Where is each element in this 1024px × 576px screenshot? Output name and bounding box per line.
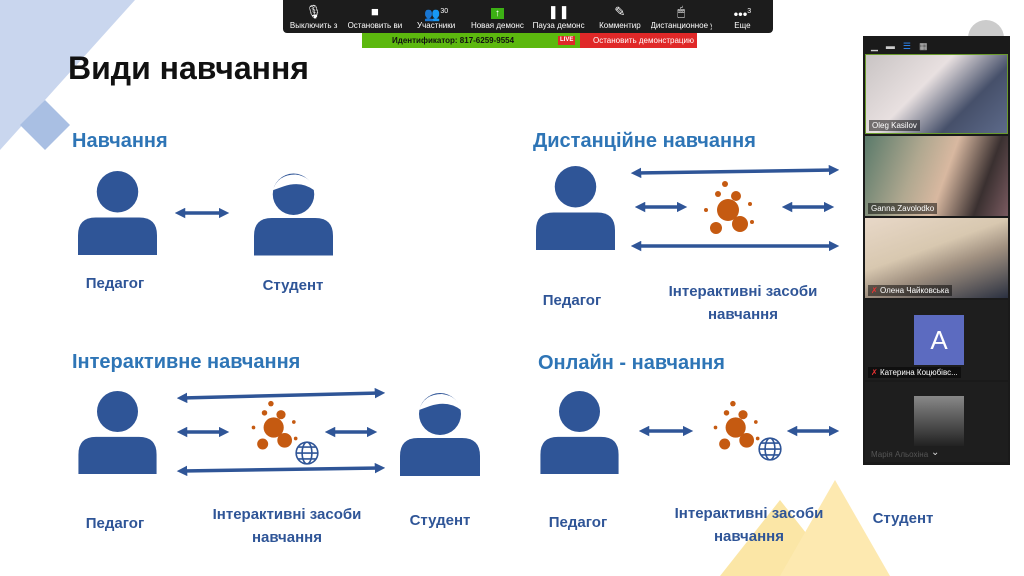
slide-title: Види навчання xyxy=(68,50,309,86)
globe-icon xyxy=(758,437,782,461)
muted-icon: ✗ xyxy=(871,286,878,295)
label: Комментир xyxy=(599,21,641,30)
teacher-label: Педагог xyxy=(542,292,602,309)
label: Дистанционное уп xyxy=(650,21,712,30)
teacher-icon xyxy=(540,390,619,474)
teacher-icon xyxy=(536,166,615,250)
participant-name: ✗ Катерина Коцюбівс... xyxy=(868,367,961,378)
decor-triangles xyxy=(0,0,135,150)
stop-share-button[interactable]: Остановить демонстрацию xyxy=(580,33,697,48)
student-label: Студент xyxy=(409,512,471,529)
strip-view-icon[interactable]: ☰ xyxy=(902,41,919,51)
teacher-icon xyxy=(78,390,157,474)
video-panel: ▁▬☰▦ Oleg Kasilov Ganna Zavolodko ✗ Олен… xyxy=(863,36,1010,465)
video-tile[interactable]: Марія Альохіна ⌄ xyxy=(865,382,1008,462)
participant-photo xyxy=(914,396,964,446)
pause-share-button[interactable]: ❚❚ Пауза демонс xyxy=(528,3,589,33)
participant-name-text: Олена Чайковська xyxy=(879,286,950,295)
student-label: Студент xyxy=(872,510,934,527)
muted-icon: ✗ xyxy=(871,368,878,377)
bubbles-icon xyxy=(704,181,754,234)
share-screen-icon: ↑ xyxy=(467,3,528,21)
student-label: Студент xyxy=(262,277,324,294)
video-camera-icon: ■ xyxy=(370,4,379,19)
video-tile[interactable]: Oleg Kasilov xyxy=(865,54,1008,134)
meeting-id: Идентификатор: 817-6259-9554 xyxy=(392,36,515,45)
participant-name: Oleg Kasilov xyxy=(869,120,920,131)
view-controls[interactable]: ▁▬☰▦ xyxy=(871,41,936,52)
microphone-icon: 🎙 xyxy=(305,4,322,19)
remote-control-button[interactable]: 🖱 Дистанционное уп xyxy=(651,3,712,33)
help-button[interactable] xyxy=(968,20,1004,40)
participant-name: Марія Альохіна xyxy=(868,449,931,460)
grid-view-icon[interactable]: ▦ xyxy=(919,41,936,51)
live-badge: LIVE xyxy=(558,36,576,45)
teacher-label: Педагог xyxy=(85,515,145,532)
tools-label: Інтерактивні засоби навчання xyxy=(668,283,818,323)
label: Выключить з xyxy=(289,21,338,30)
participants-icon: 👥30 xyxy=(424,6,449,22)
student-icon xyxy=(254,173,333,256)
more-icon: •••3 xyxy=(733,6,752,22)
bubbles-icon xyxy=(713,400,760,450)
video-tile[interactable]: A ✗ Катерина Коцюбівс... xyxy=(865,300,1008,380)
tools-label: Інтерактивні засоби навчання xyxy=(212,506,362,546)
meeting-id-bar: Идентификатор: 817-6259-9554 LIVE xyxy=(362,33,580,48)
video-tile[interactable]: Ganna Zavolodko xyxy=(865,136,1008,216)
participant-name: ✗ Олена Чайковська xyxy=(868,285,953,296)
teacher-label: Педагог xyxy=(548,514,608,531)
minimize-icon[interactable]: ▁ xyxy=(871,41,886,51)
label: Новая демонс xyxy=(470,21,524,30)
label: Остановить ви xyxy=(347,21,403,30)
participant-name-text: Марія Альохіна xyxy=(871,450,929,459)
arrows xyxy=(174,164,840,477)
teacher-label: Педагог xyxy=(85,275,145,292)
label: Остановить демонстрацию xyxy=(593,36,694,45)
student-icon xyxy=(400,393,480,476)
label: Еще xyxy=(734,21,751,30)
globe-icon xyxy=(295,441,319,465)
bubbles-icon xyxy=(251,400,298,450)
mouse-icon: 🖱 xyxy=(677,4,686,19)
video-tile[interactable]: ✗ Олена Чайковська xyxy=(865,218,1008,298)
chevron-down-icon[interactable]: ⌄ xyxy=(931,447,940,458)
new-share-button[interactable]: ↑Новая демонс xyxy=(467,3,528,33)
badge: 30 xyxy=(440,8,449,15)
label: Участники xyxy=(417,21,456,30)
participant-name: Ganna Zavolodko xyxy=(868,203,938,214)
badge: 3 xyxy=(747,8,752,15)
annotate-button[interactable]: ✎ Комментир xyxy=(589,3,650,33)
pencil-icon: ✎ xyxy=(614,4,626,19)
tools-label: Інтерактивні засоби навчання xyxy=(674,505,824,545)
heading-interactive: Інтерактивне навчання xyxy=(72,351,301,373)
heading-distance: Дистанційне навчання xyxy=(533,130,756,152)
participant-name-text: Катерина Коцюбівс... xyxy=(879,368,958,377)
label: Пауза демонс xyxy=(532,21,585,30)
single-view-icon[interactable]: ▬ xyxy=(885,41,903,51)
stop-video-button[interactable]: ■ Остановить ви xyxy=(344,3,405,33)
heading-learning: Навчання xyxy=(72,130,168,152)
mute-button[interactable]: 🎙 Выключить з xyxy=(283,3,344,33)
teacher-icon xyxy=(78,171,157,255)
heading-online: Онлайн - навчання xyxy=(538,352,725,374)
decor-triangles-bottom xyxy=(720,480,890,576)
pause-icon: ❚❚ xyxy=(547,4,570,19)
avatar: A xyxy=(914,315,964,365)
